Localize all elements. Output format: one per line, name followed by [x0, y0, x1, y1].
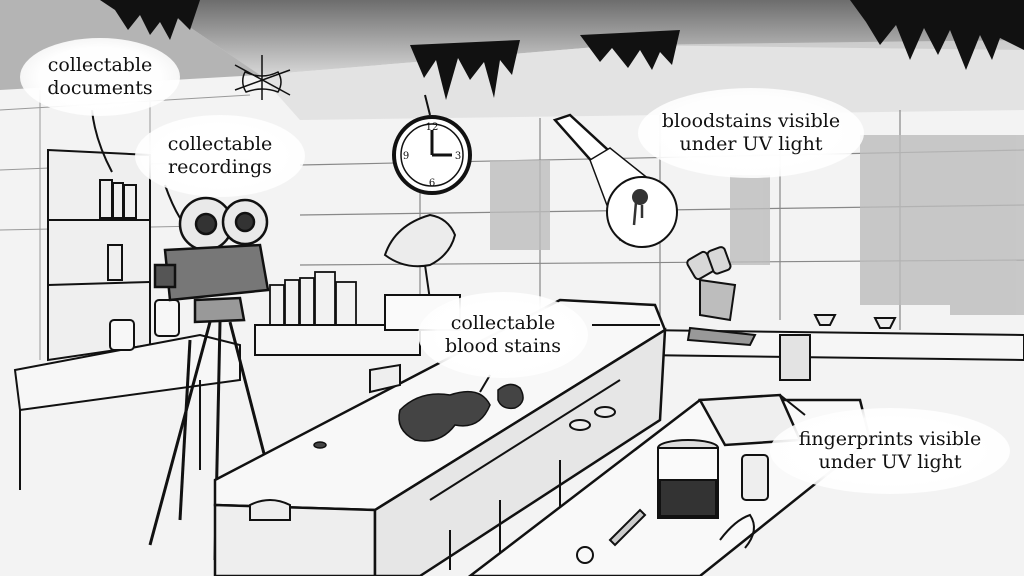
- callout-blood-stains-line1: collectable: [450, 312, 556, 334]
- film-camera-icon: [148, 196, 287, 561]
- callout-recordings-line2: recordings: [168, 156, 272, 178]
- blood-stain-marks: [313, 383, 524, 449]
- callout-collectable-recordings: collectable recordings: [135, 115, 305, 197]
- cobweb-icon: [234, 55, 291, 100]
- callout-uv-fingerprints-line2: under UV light: [818, 451, 962, 473]
- callout-recordings-line1: collectable: [167, 133, 273, 155]
- specimen-jar: [657, 439, 719, 519]
- callout-uv-fingerprints: fingerprints visible under UV light: [770, 408, 1010, 494]
- uv-flashlight-icon: [552, 113, 678, 248]
- svg-text:6: 6: [429, 178, 435, 189]
- svg-text:12: 12: [426, 122, 439, 133]
- callout-uv-fingerprints-line1: fingerprints visible: [798, 428, 982, 450]
- callout-collectable-blood-stains: collectable blood stains: [418, 292, 588, 378]
- microscope-icon: [686, 246, 757, 347]
- svg-text:9: 9: [403, 151, 409, 162]
- callout-documents-line2: documents: [47, 77, 153, 99]
- back-wall-shelves: [490, 135, 1024, 315]
- bookshelf: [47, 148, 151, 362]
- callout-documents-line1: collectable: [47, 54, 153, 76]
- ceiling: [0, 0, 1024, 75]
- callout-collectable-documents: collectable documents: [20, 38, 180, 116]
- ceiling-drips: [100, 0, 1024, 100]
- wall-clock-icon: 12 3 6 9: [392, 94, 472, 195]
- callout-uv-bloodstains-line1: bloodstains visible: [661, 110, 841, 132]
- callout-uv-bloodstains-line2: under UV light: [679, 133, 823, 155]
- callout-blood-stains-line2: blood stains: [444, 335, 562, 357]
- svg-text:3: 3: [455, 151, 461, 162]
- callout-uv-bloodstains: bloodstains visible under UV light: [638, 88, 864, 178]
- books: [269, 271, 357, 328]
